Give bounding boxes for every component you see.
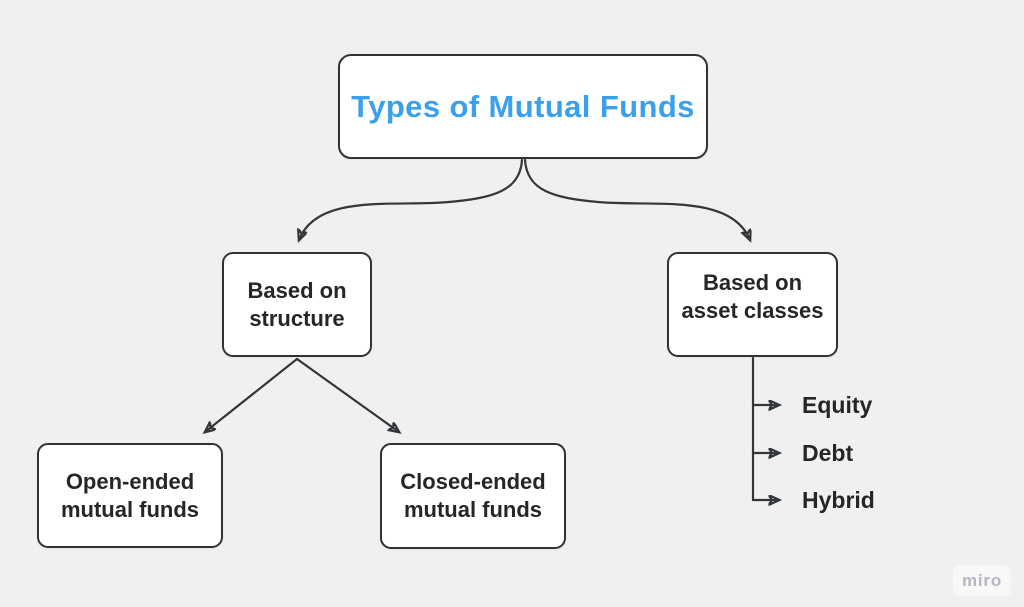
node-types-of-mutual-funds[interactable]: Types of Mutual Funds [338,54,708,159]
connector-structure-to-open-ended [205,357,299,432]
node-based-on-structure-label: Based on structure [247,277,347,331]
node-closed-ended-mutual-funds-label: Closed-ended mutual funds [400,469,546,522]
node-open-ended-mutual-funds[interactable]: Open-ended mutual funds [37,443,223,548]
node-based-on-structure[interactable]: Based on structure [222,252,372,357]
connector-root-to-asset-classes [523,158,750,240]
node-open-ended-mutual-funds-label: Open-ended mutual funds [60,468,200,522]
leaf-equity[interactable]: Equity [802,392,873,418]
miro-watermark-badge: miro [953,565,1011,596]
node-based-on-asset-classes-label: Based on asset classes [681,270,824,323]
node-based-on-asset-classes[interactable]: Based on asset classes [667,252,838,357]
leaf-hybrid[interactable]: Hybrid [802,487,875,513]
connector-root-to-structure [299,158,524,240]
connector-structure-to-closed-ended [295,357,399,432]
node-closed-ended-mutual-funds[interactable]: Closed-ended mutual funds [380,443,566,549]
node-types-of-mutual-funds-label: Types of Mutual Funds [351,88,695,124]
miro-logo: miro [961,570,1003,590]
leaf-debt[interactable]: Debt [802,440,854,466]
